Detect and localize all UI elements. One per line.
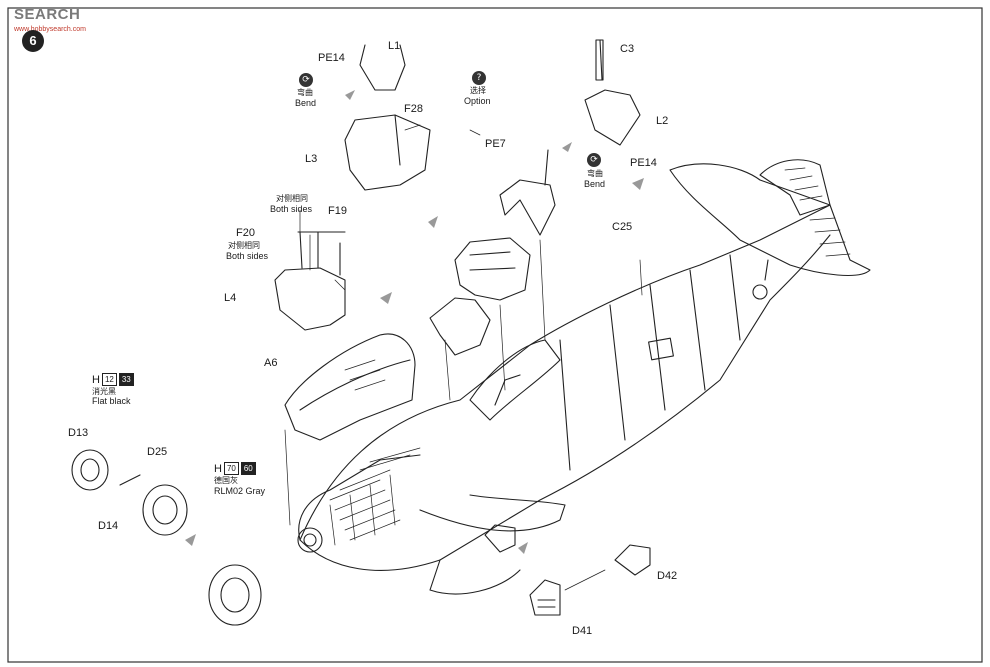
both-sides-cn-1: 对侧相同 bbox=[276, 194, 308, 203]
seat-strap-l1 bbox=[359, 44, 406, 91]
label-l2: L2 bbox=[656, 115, 669, 127]
seat-part-l3 bbox=[344, 114, 431, 191]
paint-name-en-1: Flat black bbox=[92, 396, 131, 406]
paint-code-flat-black: H 12 33 bbox=[92, 373, 134, 386]
label-pe14-a: PE14 bbox=[318, 52, 345, 64]
both-sides-en-2: Both sides bbox=[226, 251, 269, 261]
bend-note-cn-2: 弯曲 bbox=[587, 169, 603, 178]
radiator-d41 bbox=[529, 579, 561, 616]
label-pe14-b: PE14 bbox=[630, 157, 657, 169]
arrow-icon bbox=[185, 90, 644, 554]
label-c3: C3 bbox=[620, 43, 635, 55]
fuselage bbox=[297, 204, 831, 595]
option-icon: ? bbox=[472, 71, 486, 85]
bend-icon: ⟳ bbox=[299, 73, 313, 87]
canopy-part-2 bbox=[454, 237, 531, 301]
label-a6: A6 bbox=[264, 357, 278, 369]
engine-ring-d13 bbox=[71, 449, 109, 491]
watermark: SEARCH bbox=[14, 6, 80, 23]
bend-note-en-2: Bend bbox=[584, 179, 606, 189]
paint-prefix: H bbox=[214, 462, 222, 475]
label-d42: D42 bbox=[657, 570, 678, 582]
bend-note-cn-1: 弯曲 bbox=[297, 88, 313, 97]
engine-ring-d14 bbox=[142, 484, 188, 536]
both-sides-en-1: Both sides bbox=[270, 204, 313, 214]
leader-lines bbox=[284, 124, 643, 591]
label-l3: L3 bbox=[305, 153, 318, 165]
cowl-part-a6 bbox=[284, 333, 416, 441]
label-d41: D41 bbox=[572, 625, 593, 637]
scoop-d42 bbox=[614, 544, 651, 576]
paint-name-cn-2: 德国灰 bbox=[214, 476, 238, 485]
label-c25: C25 bbox=[612, 221, 633, 233]
windscreen-part bbox=[584, 39, 641, 146]
canopy-part-3 bbox=[429, 297, 491, 356]
paint-code-2: 33 bbox=[118, 373, 134, 386]
label-l1: L1 bbox=[388, 40, 401, 52]
label-pe7: PE7 bbox=[485, 138, 506, 150]
bend-icon: ⟳ bbox=[587, 153, 601, 167]
paint-code-1: 12 bbox=[101, 373, 117, 386]
label-d25: D25 bbox=[147, 446, 168, 458]
watermark-url: www.hobbysearch.com bbox=[14, 26, 86, 33]
spinner-front bbox=[208, 564, 262, 626]
option-note-cn: 选择 bbox=[470, 86, 486, 95]
label-d13: D13 bbox=[68, 427, 89, 439]
paint-code-rlm02: H 70 60 bbox=[214, 462, 256, 475]
paint-code-2: 60 bbox=[240, 462, 256, 475]
label-f19: F19 bbox=[328, 205, 347, 217]
paint-code-1: 70 bbox=[223, 462, 239, 475]
tail bbox=[669, 159, 871, 300]
option-note-en: Option bbox=[464, 96, 491, 106]
paint-name-en-2: RLM02 Gray bbox=[214, 486, 266, 496]
label-f20: F20 bbox=[236, 227, 255, 239]
scoop-part-lower bbox=[484, 524, 516, 553]
label-l4: L4 bbox=[224, 292, 237, 304]
seat-part-l4 bbox=[274, 231, 346, 331]
label-f28: F28 bbox=[404, 103, 423, 115]
paint-prefix: H bbox=[92, 373, 100, 386]
watermark-text: SEARCH bbox=[14, 6, 81, 23]
both-sides-cn-2: 对侧相同 bbox=[228, 241, 260, 250]
paint-name-cn-1: 消光黑 bbox=[92, 387, 116, 396]
label-d14: D14 bbox=[98, 520, 119, 532]
canopy-part-1 bbox=[499, 149, 556, 236]
step-number: 6 bbox=[22, 30, 44, 52]
connector-d25 bbox=[119, 474, 141, 486]
bend-note-en-1: Bend bbox=[295, 98, 317, 108]
page-border bbox=[7, 7, 983, 663]
